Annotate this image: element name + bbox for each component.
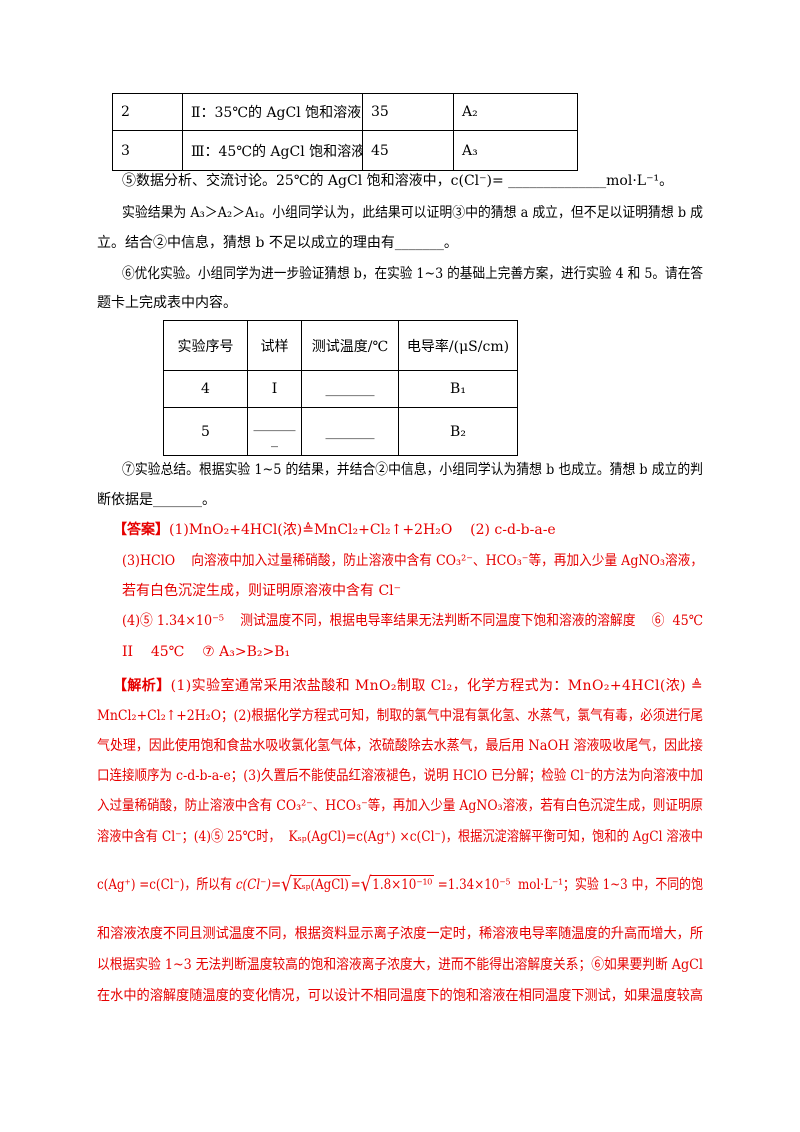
formula-prefix: c(Ag⁺) =c(Cl⁻)，所以有 — [97, 877, 236, 893]
table-cell-index: 3 — [112, 130, 183, 171]
analysis-line: 以根据实验 1~3 无法判断温度较高的饱和溶液离子浓度大，进而不能得出溶解度关系… — [97, 957, 703, 973]
question-line: ⑤数据分析、交流讨论。25℃的 AgCl 饱和溶液中，c(Cl⁻)= _____… — [122, 173, 674, 189]
table-row: 3 Ⅲ：45℃的 AgCl 饱和溶液 45 A₃ — [112, 130, 578, 171]
table-cell-sample: Ⅲ：45℃的 AgCl 饱和溶液 — [182, 130, 363, 171]
table-row: 2 Ⅱ：35℃的 AgCl 饱和溶液 35 A₂ — [112, 93, 578, 131]
table-row: 5 ______ _ _______ B₂ — [163, 407, 518, 456]
answer-line: (3)HClO 向溶液中加入过量稀硝酸，防止溶液中含有 CO₃²⁻、HCO₃⁻等… — [122, 553, 703, 569]
analysis-text: (1)实验室通常采用浓盐酸和 MnO₂制取 Cl₂，化学方程式为：MnO₂+4H… — [170, 678, 703, 694]
formula-radicand: 1.8×10⁻¹⁰ — [370, 875, 434, 893]
table-cell-conductivity: B₂ — [398, 407, 518, 456]
sqrt-formula: c(Cl⁻)=√Kₛₚ(AgCl)=√1.8×10⁻¹⁰ — [236, 869, 434, 900]
table-cell-temperature: 45 — [362, 130, 454, 171]
table-cell-conductivity: A₂ — [453, 93, 578, 131]
answer-line: 【答案】(1)MnO₂+4HCl(浓)≜MnCl₂+Cl₂↑+2H₂O (2) … — [113, 519, 556, 541]
answer-line: II 45℃ ⑦ A₃>B₂>B₁ — [122, 644, 291, 660]
table-cell-temperature: 35 — [362, 93, 454, 131]
header-conductivity: 电导率/(μS/cm) — [398, 320, 518, 371]
question-line: 题卡上完成表中内容。 — [97, 295, 237, 311]
optimization-table: 实验序号 试样 测试温度/℃ 电导率/(μS/cm) 4 Ⅰ _______ B… — [163, 320, 518, 456]
table-header-row: 实验序号 试样 测试温度/℃ 电导率/(μS/cm) — [163, 320, 518, 371]
question-line: 实验结果为 A₃＞A₂＞A₁。小组同学认为，此结果可以证明③中的猜想 a 成立，… — [122, 205, 703, 221]
table-cell-conductivity: A₃ — [453, 130, 578, 171]
table-cell-sample: Ⅱ：35℃的 AgCl 饱和溶液 — [182, 93, 363, 131]
answer-line: (4)⑤ 1.34×10⁻⁵ 测试温度不同，根据电导率结果无法判断不同温度下饱和… — [122, 613, 703, 629]
header-experiment-number: 实验序号 — [163, 320, 248, 371]
question-line: 断依据是_______。 — [97, 492, 216, 508]
table-cell-temperature-blank: _______ — [301, 407, 399, 456]
question-line: ⑥优化实验。小组同学为进一步验证猜想 b，在实验 1~3 的基础上完善方案，进行… — [122, 266, 703, 282]
analysis-line: 溶液中含有 Cl⁻；(4)⑤ 25℃时， Kₛₚ(AgCl)=c(Ag⁺) ×c… — [97, 829, 703, 845]
question-line: ⑦实验总结。根据实验 1~5 的结果，并结合②中信息，小组同学认为猜想 b 也成… — [122, 462, 703, 478]
analysis-line: 在水中的溶解度随温度的变化情况，可以设计不相同温度下的饱和溶液在相同温度下测试，… — [97, 988, 703, 1004]
experiment-table-continued: 2 Ⅱ：35℃的 AgCl 饱和溶液 35 A₂ 3 Ⅲ：45℃的 AgCl 饱… — [112, 93, 578, 171]
analysis-formula-line: c(Ag⁺) =c(Cl⁻)，所以有 c(Cl⁻)=√Kₛₚ(AgCl)=√1.… — [97, 869, 703, 899]
header-sample: 试样 — [247, 320, 302, 371]
table-cell-index: 2 — [112, 93, 183, 131]
analysis-line: 口连接顺序为 c-d-b-a-e；(3)久置后不能使品红溶液褪色，说明 HClO… — [97, 768, 703, 784]
table-cell-temperature-blank: _______ — [301, 370, 399, 408]
formula-equals: = — [350, 877, 361, 893]
answer-line: 若有白色沉淀生成，则证明原溶液中含有 Cl⁻ — [122, 583, 402, 599]
radical-sign-icon: √ — [281, 872, 292, 896]
analysis-label: 【解析】 — [113, 678, 171, 694]
formula-equals: = — [271, 877, 282, 893]
analysis-line: 入过量稀硝酸，防止溶液中含有 CO₃²⁻、HCO₃⁻等，再加入少量 AgNO₃溶… — [97, 798, 703, 814]
formula-lhs: c(Cl⁻) — [235, 877, 272, 893]
analysis-line: 【解析】(1)实验室通常采用浓盐酸和 MnO₂制取 Cl₂，化学方程式为：MnO… — [113, 675, 703, 697]
header-test-temperature: 测试温度/℃ — [301, 320, 399, 371]
analysis-line: MnCl₂+Cl₂↑+2H₂O；(2)根据化学方程式可知，制取的氯气中混有氯化氢… — [97, 708, 703, 724]
radical-sign-icon: √ — [360, 872, 372, 896]
answer-label: 【答案】 — [113, 522, 169, 538]
formula-suffix: =1.34×10⁻⁵ mol·L⁻¹；实验 1~3 中，不同的饱 — [433, 877, 703, 893]
blank-line: _ — [271, 431, 278, 448]
table-cell-index: 5 — [163, 407, 248, 456]
table-cell-sample-blank: ______ _ — [247, 407, 302, 456]
table-cell-conductivity: B₁ — [398, 370, 518, 408]
question-line: 立。结合②中信息，猜想 b 不足以成立的理由有_______。 — [97, 235, 458, 251]
table-row: 4 Ⅰ _______ B₁ — [163, 370, 518, 408]
table-cell-sample: Ⅰ — [247, 370, 302, 408]
analysis-line: 和溶液浓度不同且测试温度不同，根据资料显示离子浓度一定时，稀溶液电导率随温度的升… — [97, 926, 703, 942]
answer-text: (1)MnO₂+4HCl(浓)≜MnCl₂+Cl₂↑+2H₂O (2) c-d-… — [169, 522, 556, 538]
formula-radicand: Kₛₚ(AgCl) — [291, 875, 351, 893]
analysis-line: 气处理，因此使用饱和食盐水吸收氯化氢气体，浓硫酸除去水蒸气，最后用 NaOH 溶… — [97, 738, 703, 754]
table-cell-index: 4 — [163, 370, 248, 408]
blank-line: ______ — [253, 415, 296, 432]
